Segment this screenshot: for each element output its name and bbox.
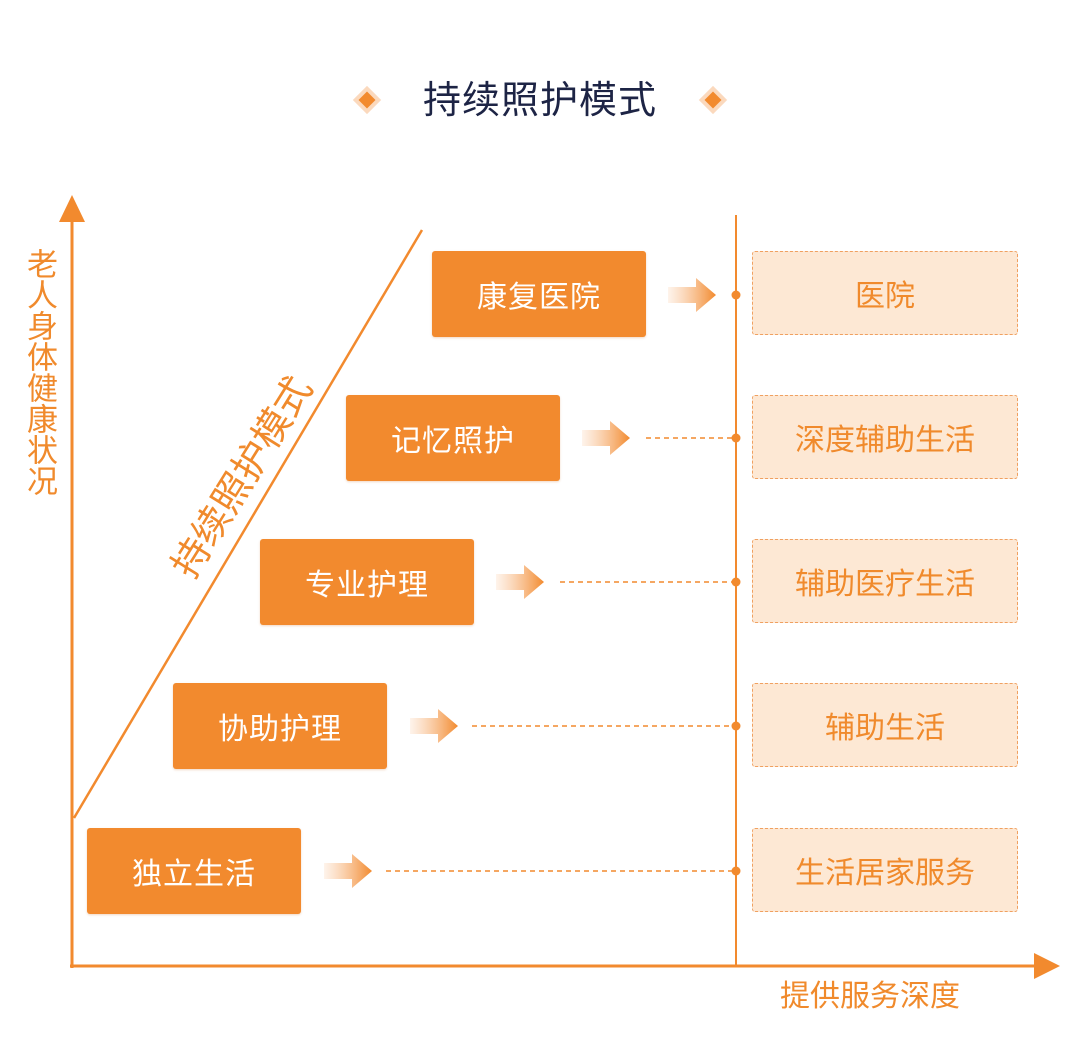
stage-arrow-icon [582,421,630,455]
stage-arrow-icon [668,278,716,312]
y-axis-arrow-icon [59,195,85,222]
x-axis-label: 提供服务深度 [780,979,960,1014]
stage-arrow-icon [324,854,372,888]
stage-box-skilled-nursing: 专业护理 [260,539,474,625]
stage-box-memory-care: 记忆照护 [346,395,560,481]
service-box-hospital: 医院 [752,251,1018,335]
service-box-deep-assisted: 深度辅助生活 [752,395,1018,479]
service-box-medical-assisted: 辅助医疗生活 [752,539,1018,623]
connector-dot [731,577,741,587]
stage-arrow-icon [496,565,544,599]
stage-box-rehab-hospital: 康复医院 [432,251,646,337]
connector-dot [731,721,741,731]
y-axis-label: 老人身体健康状况 [21,248,57,496]
x-axis-arrow-icon [1034,953,1060,979]
connector-dot [731,433,741,443]
stage-box-assisted-nursing: 协助护理 [173,683,387,769]
connector-dot [731,866,741,876]
page-title: 持续照护模式 [422,78,657,122]
stage-arrow-icon [410,709,458,743]
connector-dot [731,290,741,300]
service-box-home-services: 生活居家服务 [752,828,1018,912]
stage-box-independent-living: 独立生活 [87,828,301,914]
title-diamond-right-icon [698,85,728,115]
service-box-assisted-living: 辅助生活 [752,683,1018,767]
diagonal-line [72,229,424,819]
